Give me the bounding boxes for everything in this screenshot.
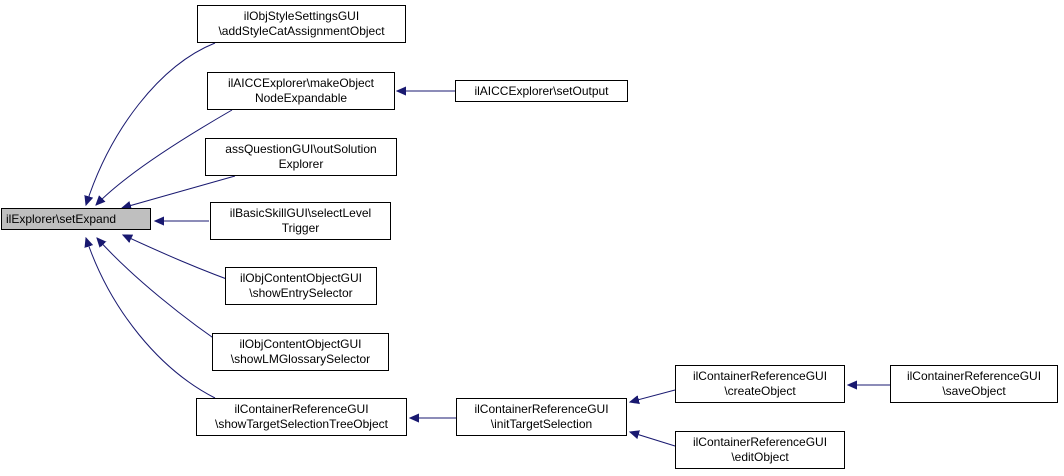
node-label: ilAICCExplorer\setOutput xyxy=(474,83,609,98)
node-ilobjcontentobjectgui-showlmglossaryselector[interactable]: ilObjContentObjectGUI \showLMGlossarySel… xyxy=(212,333,389,371)
node-label: ilBasicSkillGUI\selectLevel xyxy=(229,206,372,220)
node-label: \saveObject xyxy=(942,384,1006,398)
node-label: ilContainerReferenceGUI xyxy=(234,402,369,416)
node-label: \showEntrySelector xyxy=(249,286,353,300)
node-label: Trigger xyxy=(281,221,320,235)
edge-style-to-root xyxy=(86,42,216,205)
node-ilobjcontentobjectgui-showentryselector[interactable]: ilObjContentObjectGUI \showEntrySelector xyxy=(225,267,377,305)
edge-edit-to-init xyxy=(630,432,676,447)
node-ilcontainerreferencegui-showtargetselectiontreeobject[interactable]: ilContainerReferenceGUI \showTargetSelec… xyxy=(196,398,407,436)
node-label: \showLMGlossarySelector xyxy=(230,352,371,366)
node-ilaiccexplorer-setoutput[interactable]: ilAICCExplorer\setOutput xyxy=(455,80,628,102)
node-label: \initTargetSelection xyxy=(490,417,593,431)
node-ilobjstylesettingsgui-addstylecatassignmentobject[interactable]: ilObjStyleSettingsGUI \addStyleCatAssign… xyxy=(197,5,406,43)
edge-create-to-init xyxy=(630,389,676,402)
node-label: assQuestionGUI\outSolution xyxy=(225,142,377,156)
node-label: ilContainerReferenceGUI xyxy=(906,369,1042,383)
node-ilexplorer-setexpand[interactable]: ilExplorer\setExpand xyxy=(1,208,151,230)
edge-aicc_make-to-root xyxy=(96,109,233,205)
node-label: \createObject xyxy=(724,384,796,398)
node-label: ilObjStyleSettingsGUI xyxy=(243,9,360,23)
node-label: ilObjContentObjectGUI xyxy=(239,271,363,285)
node-ilcontainerreferencegui-saveobject[interactable]: ilContainerReferenceGUI \saveObject xyxy=(890,365,1058,403)
node-ilcontainerreferencegui-editobject[interactable]: ilContainerReferenceGUI \editObject xyxy=(675,431,845,469)
node-label: \editObject xyxy=(731,450,789,464)
node-label: ilAICCExplorer\makeObject xyxy=(227,76,375,90)
node-ilbasicskillgui-selectleveltrigger[interactable]: ilBasicSkillGUI\selectLevel Trigger xyxy=(210,202,391,240)
node-ilcontainerreferencegui-inittargetselection[interactable]: ilContainerReferenceGUI \initTargetSelec… xyxy=(456,398,627,436)
node-assquestiongui-outsolutionexplorer[interactable]: assQuestionGUI\outSolution Explorer xyxy=(205,138,397,176)
node-label: Explorer xyxy=(278,157,324,171)
edge-tree-to-root xyxy=(86,238,216,399)
edge-assq-to-root xyxy=(122,175,236,208)
node-label: \addStyleCatAssignmentObject xyxy=(218,24,385,38)
node-label: ilExplorer\setExpand xyxy=(6,211,117,226)
node-label: NodeExpandable xyxy=(254,91,348,105)
node-label: ilContainerReferenceGUI xyxy=(474,402,609,416)
node-label: ilContainerReferenceGUI xyxy=(692,369,828,383)
node-label: \showTargetSelectionTreeObject xyxy=(215,417,388,431)
node-label: ilContainerReferenceGUI xyxy=(692,435,828,449)
node-ilaiccexplorer-makeobjectnodeexpandable[interactable]: ilAICCExplorer\makeObject NodeExpandable xyxy=(207,72,395,110)
node-label: ilObjContentObjectGUI xyxy=(239,337,362,351)
node-ilcontainerreferencegui-createobject[interactable]: ilContainerReferenceGUI \createObject xyxy=(675,365,845,403)
